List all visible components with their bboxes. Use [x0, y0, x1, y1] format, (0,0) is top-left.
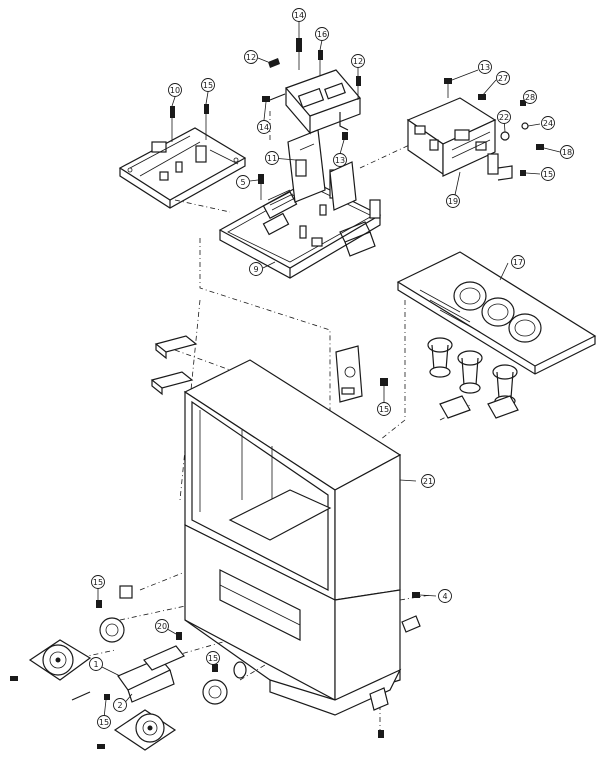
- callout-4: 4: [438, 589, 452, 603]
- callout-10: 10: [168, 83, 182, 97]
- callout-circle: [315, 27, 329, 41]
- callout-circle: [438, 589, 452, 603]
- callout-21: 21: [421, 474, 435, 488]
- callout-number: 13: [480, 63, 490, 72]
- callout-15: 15: [97, 715, 111, 729]
- left-rail-brackets: [150, 335, 198, 396]
- callout-circle: [265, 151, 279, 165]
- callout-2: 2: [113, 698, 127, 712]
- callout-15: 15: [377, 402, 391, 416]
- top-bracket-assembly: [170, 38, 362, 200]
- callout-circle: [496, 71, 510, 85]
- callout-17: 17: [511, 255, 525, 269]
- callout-number: 17: [513, 258, 523, 267]
- callout-13: 13: [478, 60, 492, 74]
- callout-12: 12: [351, 54, 365, 68]
- callout-number: 21: [423, 477, 433, 486]
- callout-circle: [421, 474, 435, 488]
- callout-number: 2: [117, 701, 122, 710]
- callout-5: 5: [236, 175, 250, 189]
- callout-12: 12: [244, 50, 258, 64]
- callout-circle: [97, 715, 111, 729]
- callout-circle: [560, 145, 574, 159]
- callout-circle: [257, 120, 271, 134]
- callout-9: 9: [249, 262, 263, 276]
- callout-number: 15: [379, 405, 389, 414]
- callout-circle: [351, 54, 365, 68]
- callout-15: 15: [541, 167, 555, 181]
- callout-number: 12: [246, 53, 256, 62]
- callout-number: 1: [93, 660, 98, 669]
- callout-circle: [236, 175, 250, 189]
- callout-number: 13: [335, 156, 345, 165]
- callout-number: 14: [259, 123, 269, 132]
- callout-number: 10: [170, 86, 180, 95]
- callout-number: 14: [294, 11, 304, 20]
- callout-13: 13: [333, 153, 347, 167]
- callout-circle: [249, 262, 263, 276]
- callout-number: 24: [543, 119, 553, 128]
- callout-circle: [91, 575, 105, 589]
- callout-19: 19: [446, 194, 460, 208]
- callout-circle: [523, 90, 537, 104]
- callout-28: 28: [523, 90, 537, 104]
- callout-circle: [541, 167, 555, 181]
- callout-number: 18: [562, 148, 572, 157]
- callout-number: 9: [253, 265, 258, 274]
- callout-circle: [201, 78, 215, 92]
- right-bracket-18: [406, 78, 544, 181]
- pcb-board-left: [118, 127, 247, 209]
- callout-18: 18: [560, 145, 574, 159]
- upright-bracket-11: [287, 129, 357, 211]
- callout-24: 24: [541, 116, 555, 130]
- callout-number: 15: [203, 81, 213, 90]
- callout-number: 27: [498, 74, 508, 83]
- callout-number: 16: [317, 30, 327, 39]
- callout-number: 15: [93, 578, 103, 587]
- callout-15: 15: [91, 575, 105, 589]
- leader-lines: [95, 22, 561, 719]
- callout-number: 15: [208, 654, 218, 663]
- callout-number: 20: [157, 622, 167, 631]
- callout-27: 27: [496, 71, 510, 85]
- callout-circle: [478, 60, 492, 74]
- callout-1: 1: [89, 657, 103, 671]
- callout-number: 15: [99, 718, 109, 727]
- callout-circle: [511, 255, 525, 269]
- callout-circle: [497, 110, 511, 124]
- callout-20: 20: [155, 619, 169, 633]
- callout-circle: [206, 651, 220, 665]
- callout-circle: [89, 657, 103, 671]
- callout-circle: [155, 619, 169, 633]
- speaker-assembly-17: [396, 251, 597, 419]
- callout-circle: [292, 8, 306, 22]
- callout-number: 22: [499, 113, 509, 122]
- callout-circle: [168, 83, 182, 97]
- side-bracket-9: [335, 345, 388, 403]
- callout-15: 15: [206, 651, 220, 665]
- callout-number: 12: [353, 57, 363, 66]
- callout-16: 16: [315, 27, 329, 41]
- callout-22: 22: [497, 110, 511, 124]
- callout-circle: [244, 50, 258, 64]
- callout-14: 14: [257, 120, 271, 134]
- callout-number: 28: [525, 93, 535, 102]
- callout-11: 11: [265, 151, 279, 165]
- callout-circle: [446, 194, 460, 208]
- callout-number: 4: [442, 592, 447, 601]
- callout-15: 15: [201, 78, 215, 92]
- callout-14: 14: [292, 8, 306, 22]
- callout-number: 5: [240, 178, 245, 187]
- callout-circle: [113, 698, 127, 712]
- caster-parts: [10, 585, 421, 751]
- callout-number: 15: [543, 170, 553, 179]
- callout-circle: [377, 402, 391, 416]
- callout-number: 11: [267, 154, 277, 163]
- callout-circle: [541, 116, 555, 130]
- callout-number: 19: [448, 197, 458, 206]
- callout-circle: [333, 153, 347, 167]
